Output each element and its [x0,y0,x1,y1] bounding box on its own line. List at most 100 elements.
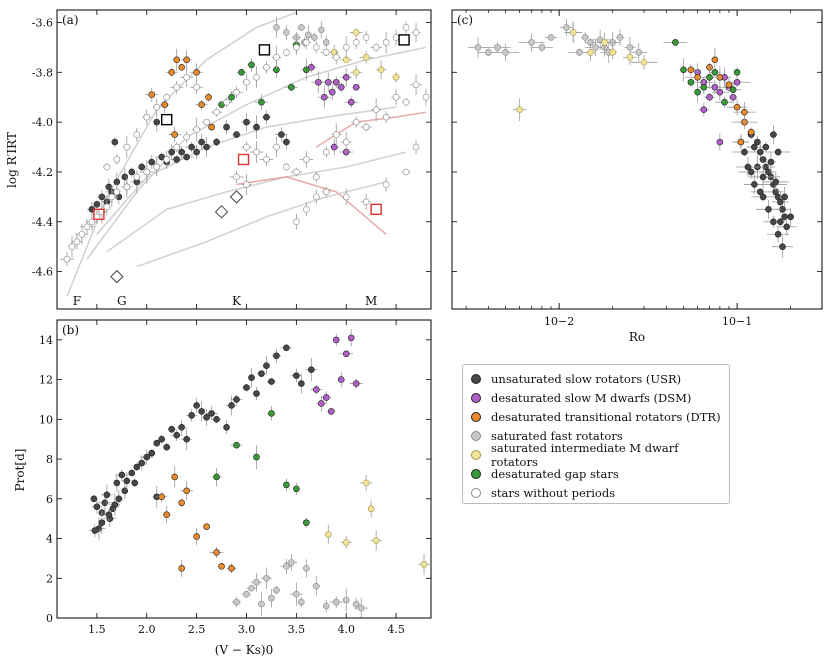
spectral-type-label: M [365,294,377,308]
data-point-saturated [576,49,583,56]
data-point-noperiod [313,193,320,201]
y-tick-label: 6 [46,493,53,506]
data-point-dsm [716,88,724,96]
panel-a-marks [60,11,430,297]
data-point-usr [183,153,190,161]
data-point-usr [283,344,290,352]
data-point-noperiod [293,168,300,176]
data-point-dtr [193,533,200,540]
data-point-usr [103,491,111,499]
data-point-usr [153,439,161,447]
data-point-saturated [268,594,275,602]
data-point-noperiod [88,218,96,226]
data-point-saturated [592,44,599,51]
data-point-usr [203,143,210,151]
data-point-dtr [168,68,175,76]
data-point-noperiod [163,156,171,163]
data-point-usr [121,173,129,181]
data-point-noperiod [173,143,180,151]
data-point-intermediate [640,59,648,66]
panel-a-axis: -3.6-3.8-4.0-4.2-4.4-4.6 [32,10,431,309]
data-point-intermediate [587,49,594,56]
data-point-usr [308,366,315,373]
data-point-saturated [258,600,265,608]
data-point-noperiod [382,39,390,46]
spectral-type-label: G [117,294,127,308]
data-point-noperiod [352,118,360,126]
data-point-intermediate [377,66,385,74]
data-point-dsm [320,93,328,101]
data-point-usr [754,138,761,146]
data-point-dtr [205,93,212,101]
data-point-noperiod [108,193,116,201]
data-point-dsm [332,78,340,86]
data-point-gap [233,441,240,449]
data-point-usr [762,143,770,151]
data-point-saturated [626,44,634,51]
data-point-dtr [733,103,741,111]
data-point-gap [268,410,275,417]
panel-b-xlabel: (V − Ks)0 [215,643,273,657]
x-tick-label: 4.5 [387,623,405,636]
data-point-usr [770,131,777,138]
data-point-gap [700,83,708,91]
data-point-usr [158,435,166,443]
data-point-dtr [183,487,190,495]
data-point-usr [188,412,195,419]
data-point-usr [298,380,305,387]
data-point-saturated [253,578,260,586]
open-diamond-marker [214,205,229,219]
open-diamond-marker [229,190,244,204]
x-tick-label: 3.5 [288,623,306,636]
data-point-saturated [263,574,270,582]
data-point-usr [283,138,290,146]
data-point-noperiod [193,83,200,91]
data-point-noperiod [143,113,151,121]
y-tick-label: -4.2 [32,166,53,179]
data-point-saturated [311,34,318,41]
data-point-usr [777,198,784,206]
data-point-gap [228,93,235,101]
data-point-dsm [711,83,719,91]
data-point-intermediate [342,539,350,546]
data-point-saturated [248,584,255,592]
data-point-usr [98,193,106,201]
data-point-noperiod [78,230,86,238]
data-point-dsm [733,78,741,86]
data-point-dsm [700,106,708,113]
data-point-noperiod [143,168,151,176]
data-point-noperiod [283,49,290,56]
legend-item-saturated: saturated fast rotators [471,426,729,445]
data-point-usr [178,148,185,156]
panel-b-marks [88,329,430,618]
data-point-dsm [315,78,322,86]
data-point-saturated [322,39,330,46]
data-point-saturated [298,598,305,606]
legend-label: stars without periods [491,485,616,500]
data-point-saturated [305,31,312,39]
data-point-gap [258,98,265,106]
data-point-noperiod [113,188,121,196]
legend-item-dsm: desaturated slow M dwarfs (DSM) [471,388,729,407]
data-point-dsm [317,400,325,407]
spectral-type-label: K [232,294,242,308]
data-point-usr [168,148,175,156]
data-point-usr [223,423,230,431]
data-point-usr [98,519,106,526]
data-point-noperiod [382,181,390,188]
data-point-usr [113,178,121,186]
data-point-gap [672,39,679,46]
data-point-noperiod [133,131,141,138]
data-point-usr [115,495,123,503]
data-point-usr [248,374,255,381]
data-point-noperiod [332,54,340,61]
data-point-usr [741,148,748,156]
legend-item-noperiod: stars without periods [471,483,729,502]
data-point-dtr [198,101,205,108]
data-point-dtr [171,131,178,138]
legend-marker [471,487,481,498]
data-point-noperiod [213,108,220,116]
data-point-usr [751,181,758,188]
data-point-dtr [163,511,171,518]
